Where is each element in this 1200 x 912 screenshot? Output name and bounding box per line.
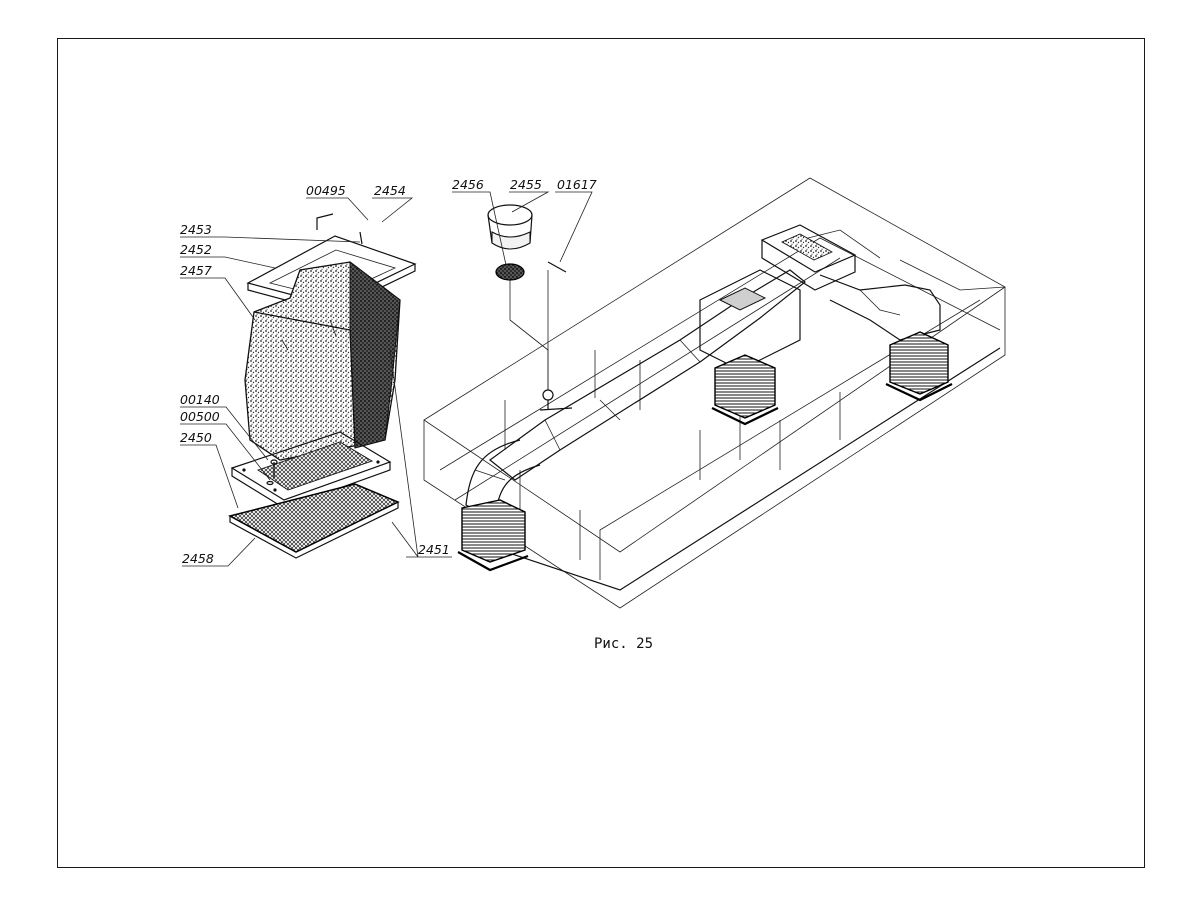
bellows-left	[457, 499, 529, 572]
callout-2456: 2456	[452, 177, 484, 192]
callout-00140: 00140	[180, 392, 220, 407]
drawing-frame	[57, 38, 1145, 868]
bellows-right	[885, 331, 953, 402]
callout-2454: 2454	[374, 183, 406, 198]
callout-leaders	[180, 191, 593, 567]
filter-assembly	[227, 213, 417, 559]
callout-2451: 2451	[418, 542, 450, 557]
cap-parts	[487, 204, 567, 390]
figure-caption: Рис. 25	[594, 636, 653, 652]
callout-00500: 00500	[180, 409, 220, 424]
bellows-center	[711, 354, 779, 426]
callout-2452: 2452	[180, 242, 212, 257]
callout-01617: 01617	[557, 177, 597, 192]
callout-2450: 2450	[180, 430, 212, 445]
callout-2458: 2458	[182, 551, 214, 566]
callout-2457: 2457	[180, 263, 212, 278]
duct-assembly	[423, 177, 1006, 609]
callout-2455: 2455	[510, 177, 542, 192]
callout-labels: 00495 2454 2453 2452 2457 00140 00500 24…	[180, 177, 597, 566]
callout-00495: 00495	[306, 183, 346, 198]
callout-2453: 2453	[180, 222, 212, 237]
